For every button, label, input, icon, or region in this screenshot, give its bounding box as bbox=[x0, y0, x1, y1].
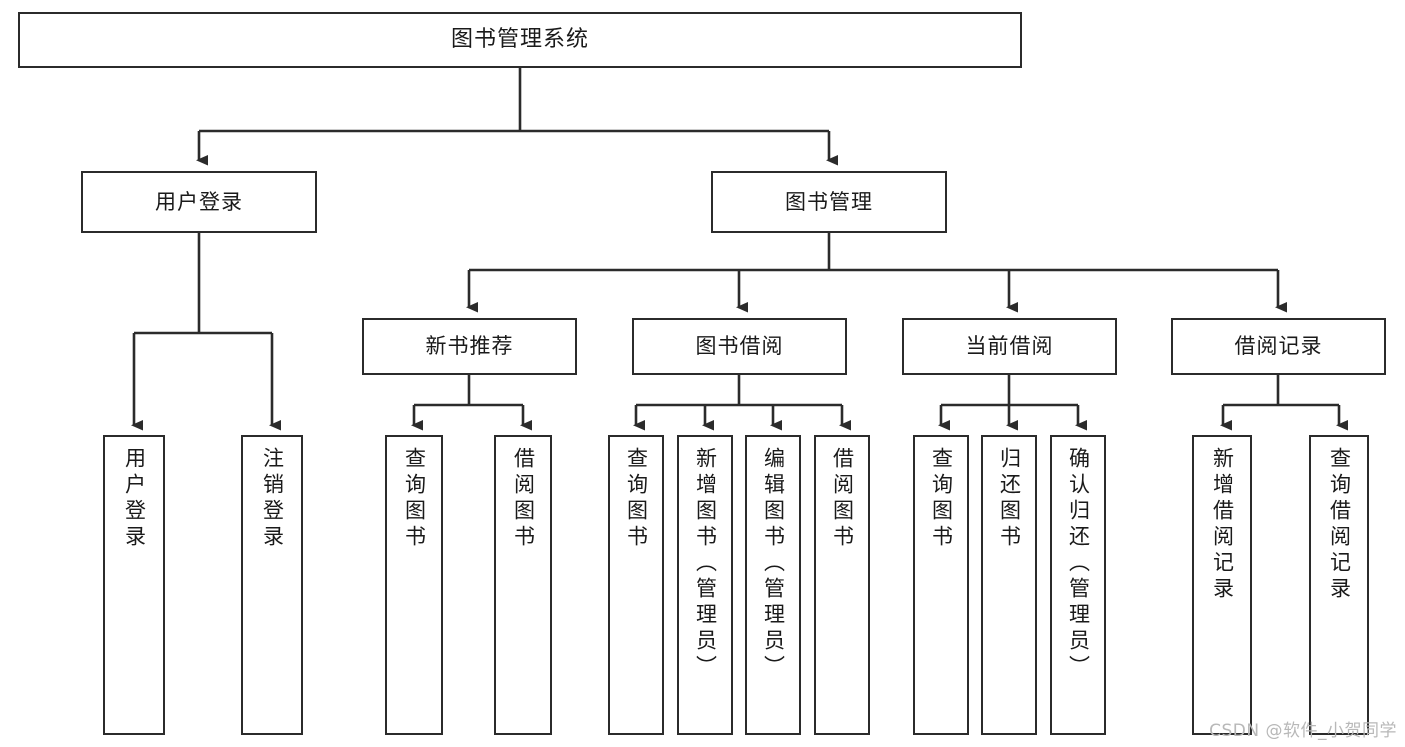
leaf-borrow-borrow-book[interactable]: 借阅图书 bbox=[814, 435, 870, 735]
node-current-borrow[interactable]: 当前借阅 bbox=[902, 318, 1117, 375]
leaf-records-add-record-label: 新增借阅记录 bbox=[1210, 447, 1235, 603]
node-user-login[interactable]: 用户登录 bbox=[81, 171, 317, 233]
leaf-current-return-book-label: 归还图书 bbox=[997, 447, 1022, 551]
leaf-records-query-record[interactable]: 查询借阅记录 bbox=[1309, 435, 1369, 735]
node-book-borrow[interactable]: 图书借阅 bbox=[632, 318, 847, 375]
leaf-borrow-add-book-admin-label: 新增图书（管理员） bbox=[693, 447, 718, 681]
leaf-borrow-edit-book-admin-label: 编辑图书（管理员） bbox=[761, 447, 786, 681]
leaf-current-query-book-label: 查询图书 bbox=[929, 447, 954, 551]
leaf-borrow-borrow-book-label: 借阅图书 bbox=[830, 447, 855, 551]
leaf-borrow-add-book-admin[interactable]: 新增图书（管理员） bbox=[677, 435, 733, 735]
node-current-borrow-label: 当前借阅 bbox=[965, 334, 1054, 359]
leaf-user-login-signout-label: 注销登录 bbox=[260, 447, 285, 551]
leaf-borrow-edit-book-admin[interactable]: 编辑图书（管理员） bbox=[745, 435, 801, 735]
leaf-current-query-book[interactable]: 查询图书 bbox=[913, 435, 969, 735]
leaf-new-book-query[interactable]: 查询图书 bbox=[385, 435, 443, 735]
leaf-current-confirm-return-admin[interactable]: 确认归还（管理员） bbox=[1050, 435, 1106, 735]
leaf-user-login-signout[interactable]: 注销登录 bbox=[241, 435, 303, 735]
node-book-management-label: 图书管理 bbox=[785, 189, 873, 214]
leaf-records-query-record-label: 查询借阅记录 bbox=[1327, 447, 1352, 603]
node-new-book-recommend-label: 新书推荐 bbox=[425, 334, 514, 359]
leaf-user-login-signin-label: 用户登录 bbox=[122, 447, 147, 551]
node-root-book-management-system[interactable]: 图书管理系统 bbox=[18, 12, 1022, 68]
leaf-new-book-query-label: 查询图书 bbox=[402, 447, 427, 551]
node-root-label: 图书管理系统 bbox=[450, 27, 589, 53]
leaf-borrow-query-book[interactable]: 查询图书 bbox=[608, 435, 664, 735]
leaf-borrow-query-book-label: 查询图书 bbox=[624, 447, 649, 551]
leaf-current-return-book[interactable]: 归还图书 bbox=[981, 435, 1037, 735]
node-new-book-recommend[interactable]: 新书推荐 bbox=[362, 318, 577, 375]
node-user-login-label: 用户登录 bbox=[155, 189, 243, 214]
leaf-new-book-borrow-label: 借阅图书 bbox=[511, 447, 536, 551]
leaf-new-book-borrow[interactable]: 借阅图书 bbox=[494, 435, 552, 735]
node-book-borrow-label: 图书借阅 bbox=[695, 334, 784, 359]
leaf-user-login-signin[interactable]: 用户登录 bbox=[103, 435, 165, 735]
node-book-management[interactable]: 图书管理 bbox=[711, 171, 947, 233]
node-borrow-records-label: 借阅记录 bbox=[1234, 334, 1323, 359]
node-borrow-records[interactable]: 借阅记录 bbox=[1171, 318, 1386, 375]
leaf-current-confirm-return-admin-label: 确认归还（管理员） bbox=[1066, 447, 1091, 681]
leaf-records-add-record[interactable]: 新增借阅记录 bbox=[1192, 435, 1252, 735]
